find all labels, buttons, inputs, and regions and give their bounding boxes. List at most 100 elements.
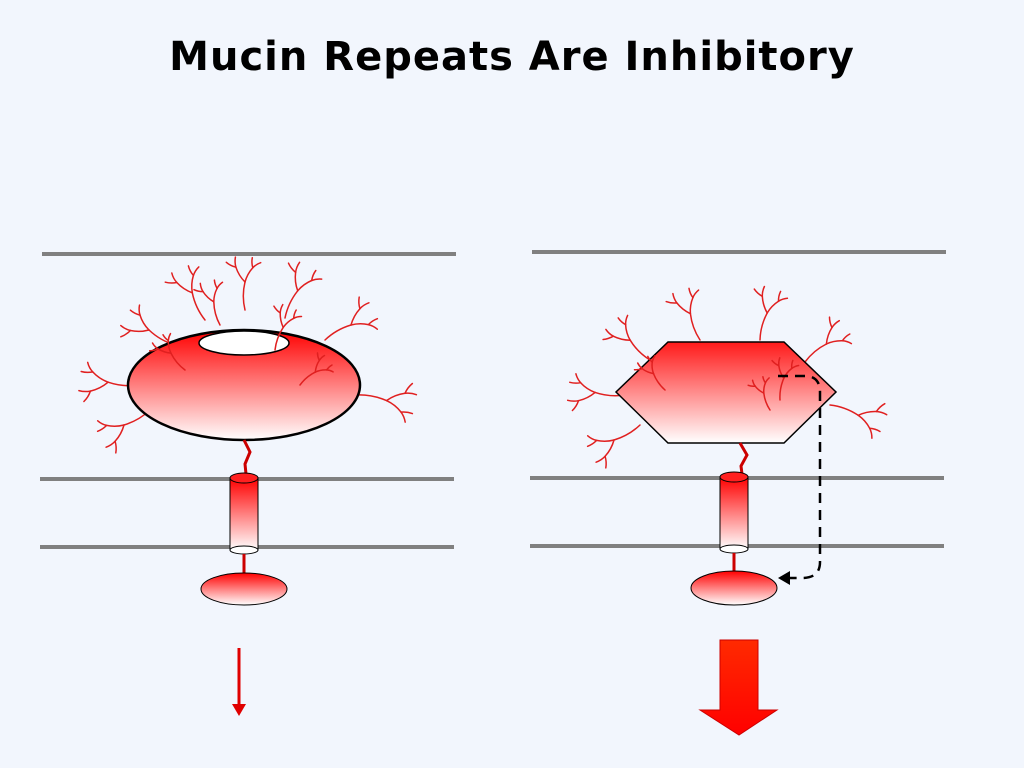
glycan-branch-icon — [857, 410, 878, 417]
glycan-branch-icon — [171, 272, 178, 284]
glycan-branch-icon — [225, 261, 237, 268]
glycan-branch-icon — [624, 314, 629, 326]
glycan-branch-icon — [192, 266, 200, 277]
left-mucin-glycans-front — [148, 279, 334, 386]
glycan-branch-icon — [761, 295, 768, 314]
glycan-branch-icon — [284, 290, 299, 319]
right-ectodomain-hexagon — [614, 341, 838, 444]
glycan-branch-icon — [652, 372, 666, 391]
glycan-branch-icon — [825, 340, 844, 345]
glycan-branch-icon — [167, 332, 172, 342]
glycan-branch-icon — [86, 361, 94, 373]
glycan-branch-icon — [176, 281, 194, 294]
glycan-branch-icon — [689, 312, 701, 341]
glycan-branch-icon — [167, 339, 172, 354]
glycan-branch-icon — [595, 439, 615, 442]
slide-title: Mucin Repeats Are Inhibitory — [169, 34, 855, 80]
glycan-branch-icon — [385, 399, 402, 413]
glycan-branch-icon — [875, 402, 886, 413]
glycan-branch-icon — [751, 379, 756, 387]
glycan-branch-icon — [629, 339, 651, 361]
glycan-branch-icon — [296, 279, 313, 292]
glycan-branch-icon — [404, 382, 414, 395]
glycan-branch-icon — [689, 296, 694, 315]
glycan-branch-icon — [641, 367, 655, 375]
glycan-branch-icon — [350, 323, 370, 326]
right-signal-arrow-icon — [698, 639, 779, 736]
glycan-branch-icon — [385, 392, 406, 402]
right-linker — [738, 442, 749, 475]
glycan-branch-icon — [602, 335, 615, 341]
glycan-branch-icon — [151, 342, 159, 350]
left-mucin-glycans — [78, 256, 418, 454]
glycan-branch-icon — [80, 370, 94, 374]
glycan-branch-icon — [139, 314, 150, 331]
glycan-branch-icon — [636, 362, 643, 370]
glycan-branch-icon — [566, 399, 580, 402]
glycan-branch-icon — [777, 357, 781, 367]
glycan-branch-icon — [778, 364, 785, 380]
glycan-branch-icon — [766, 300, 780, 314]
glycan-branch-icon — [783, 367, 793, 380]
glycan-branch-icon — [779, 377, 785, 401]
glycan-branch-icon — [857, 414, 871, 430]
glycan-branch-icon — [202, 290, 215, 303]
glycan-branch-icon — [91, 371, 109, 383]
glycan-branch-icon — [624, 323, 631, 341]
glycan-branch-icon — [314, 359, 321, 373]
glycan-branch-icon — [762, 382, 767, 394]
left-receptor — [78, 256, 418, 716]
glycan-branch-icon — [282, 317, 295, 329]
glycan-branch-icon — [164, 281, 178, 284]
glycan-branch-icon — [604, 439, 615, 458]
glycan-branch-icon — [235, 266, 246, 283]
glycan-branch-icon — [676, 302, 692, 315]
glycan-branch-icon — [829, 404, 859, 417]
glycan-branch-icon — [129, 329, 150, 333]
glycan-branch-icon — [359, 302, 370, 310]
glycan-branch-icon — [120, 324, 132, 332]
glycan-branch-icon — [791, 364, 800, 370]
glycan-branch-icon — [191, 292, 206, 321]
glycan-branch-icon — [367, 317, 379, 326]
glycan-branch-icon — [216, 281, 224, 290]
glycan-branch-icon — [213, 279, 218, 290]
glycan-branch-icon — [114, 424, 125, 443]
glycan-branch-icon — [273, 305, 281, 314]
glycan-branch-icon — [764, 377, 770, 384]
left-signal-arrow-icon — [232, 648, 246, 716]
glycan-branch-icon — [287, 262, 297, 274]
inhibitory-dashed-arrow — [778, 374, 822, 585]
glycan-branch-icon — [191, 274, 195, 294]
glycan-branch-icon — [367, 323, 379, 330]
right-mucin-glycans-front — [633, 355, 800, 411]
glycan-branch-icon — [292, 315, 303, 320]
glycan-branch-icon — [575, 373, 582, 384]
glycan-branch-icon — [400, 411, 414, 415]
left-ectodomain-hole — [198, 330, 290, 356]
glycan-branch-icon — [354, 394, 388, 402]
glycan-branch-icon — [841, 340, 853, 345]
glycan-branch-icon — [310, 278, 323, 282]
glycan-branch-icon — [604, 455, 607, 469]
left-transmembrane-cylinder-icon — [229, 472, 259, 555]
glycan-branch-icon — [299, 371, 317, 386]
glycan-branch-icon — [579, 381, 596, 394]
glycan-branch-icon — [252, 261, 262, 269]
glycan-branch-icon — [595, 455, 606, 463]
glycan-branch-icon — [633, 367, 643, 371]
glycan-branch-icon — [78, 389, 92, 393]
glycan-branch-icon — [105, 424, 125, 427]
glycan-branch-icon — [586, 439, 598, 448]
left-linker — [242, 439, 252, 475]
glycan-branch-icon — [157, 348, 172, 354]
glycan-branch-icon — [400, 411, 406, 423]
glycan-branch-icon — [672, 292, 678, 304]
right-cytoplasmic-domain — [690, 570, 778, 606]
glycan-branch-icon — [96, 420, 108, 427]
glycan-branch-icon — [753, 288, 764, 298]
glycan-branch-icon — [350, 307, 361, 326]
glycan-branch-icon — [96, 424, 108, 433]
glycan-branch-icon — [586, 435, 598, 442]
